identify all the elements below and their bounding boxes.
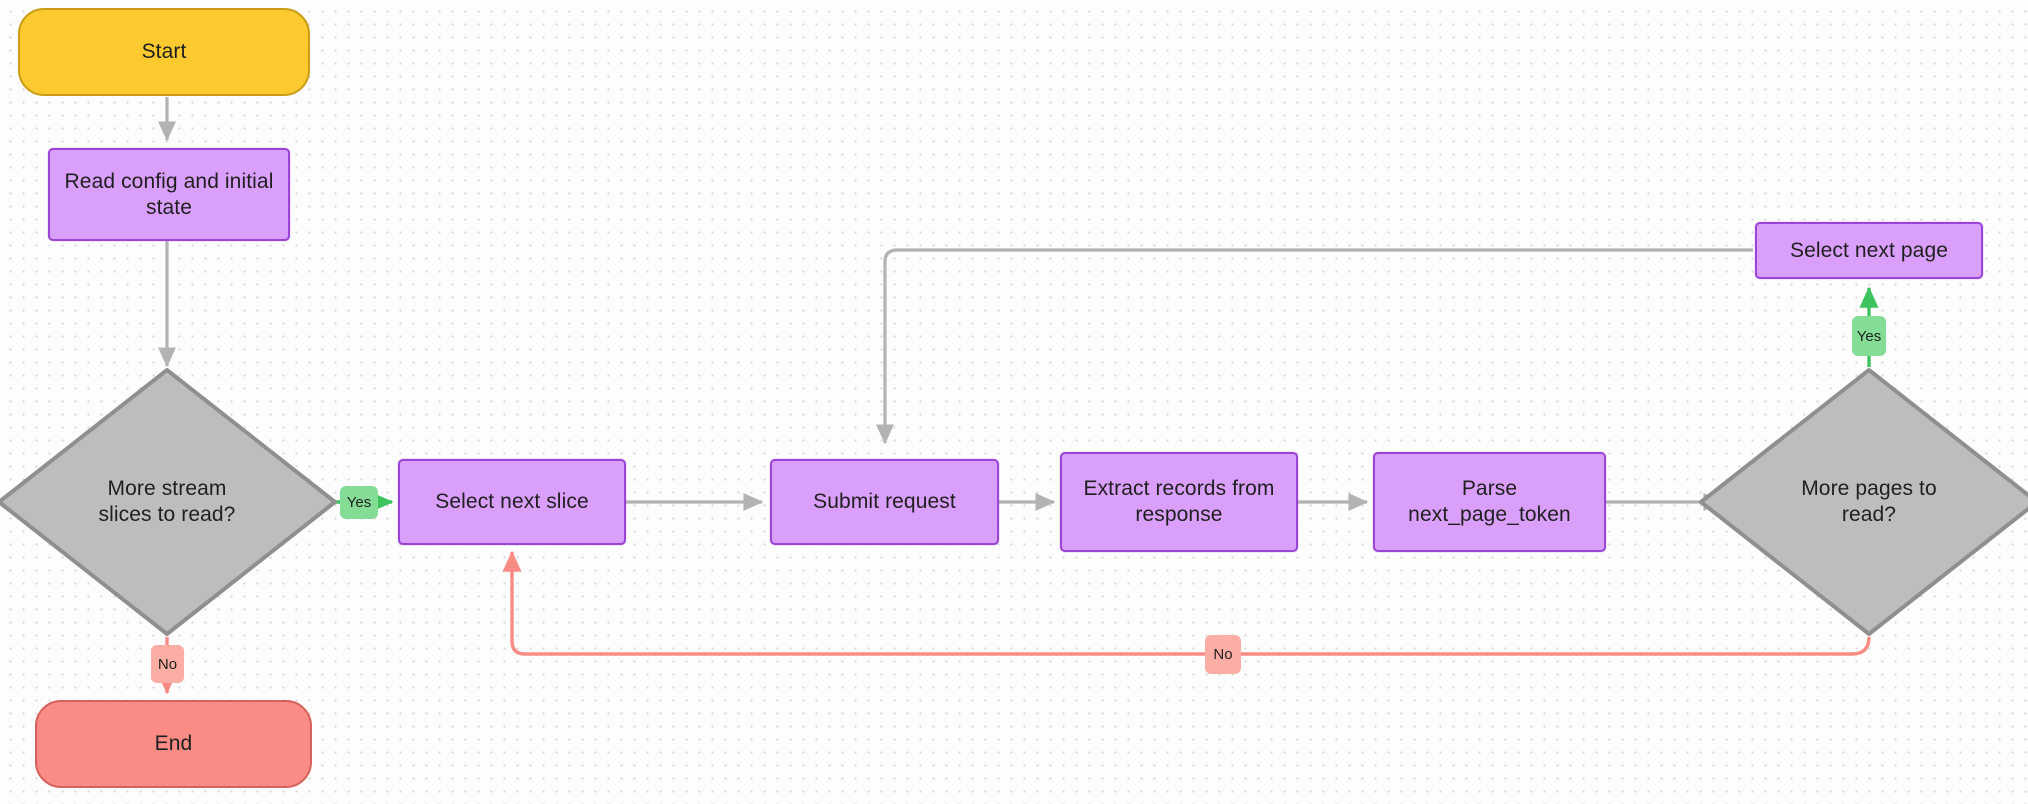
- node-extract-records[interactable]: Extract records from response: [1060, 452, 1298, 552]
- node-end-label: End: [154, 732, 193, 756]
- node-more-pages[interactable]: More pages to read?: [1697, 366, 2028, 638]
- node-submit-request[interactable]: Submit request: [770, 459, 999, 545]
- node-select-next-page[interactable]: Select next page: [1755, 222, 1983, 279]
- node-read-config-label: Read config and initial state: [64, 169, 274, 219]
- edge-label-slices-no-text: No: [157, 655, 178, 673]
- edge-label-pages-no: No: [1205, 635, 1241, 674]
- node-extract-records-label: Extract records from response: [1083, 477, 1275, 526]
- edge-label-pages-yes: Yes: [1852, 316, 1886, 356]
- node-start[interactable]: Start: [18, 8, 310, 96]
- node-select-next-slice-label: Select next slice: [435, 490, 589, 514]
- node-select-next-slice[interactable]: Select next slice: [398, 459, 626, 545]
- node-parse-next-page-token-label: Parse next_page_token: [1408, 477, 1571, 526]
- edge-label-pages-yes-text: Yes: [1856, 327, 1882, 345]
- node-parse-next-page-token[interactable]: Parse next_page_token: [1373, 452, 1606, 552]
- node-submit-request-label: Submit request: [813, 490, 956, 514]
- node-select-next-page-label: Select next page: [1789, 238, 1949, 262]
- node-more-stream-slices-label: More stream slices to read?: [98, 477, 236, 526]
- edge-label-slices-yes: Yes: [340, 486, 378, 519]
- node-more-stream-slices[interactable]: More stream slices to read?: [0, 366, 339, 638]
- edge-label-slices-yes-text: Yes: [346, 494, 372, 511]
- node-start-label: Start: [141, 40, 187, 64]
- edge-select-page-to-submit-request: [876, 248, 1753, 445]
- edge-label-slices-no: No: [151, 645, 184, 683]
- edge-more-pages-no-to-select-slice: [502, 550, 1871, 656]
- edge-label-pages-no-text: No: [1213, 646, 1233, 663]
- node-more-pages-label: More pages to read?: [1801, 477, 1937, 526]
- decision-diamond-shape: [0, 368, 337, 636]
- node-read-config[interactable]: Read config and initial state: [48, 148, 290, 241]
- node-end[interactable]: End: [35, 700, 312, 788]
